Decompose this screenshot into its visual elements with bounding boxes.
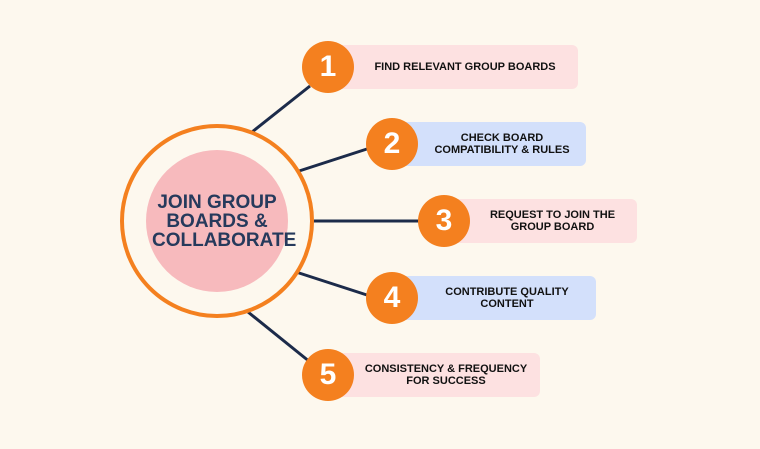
hub-circle: JOIN GROUP BOARDS & COLLABORATE <box>146 150 297 292</box>
hub-title: JOIN GROUP BOARDS & COLLABORATE <box>152 191 297 251</box>
step-2-label: CHECK BOARD COMPATIBILITY & RULES <box>390 122 586 166</box>
step-1-number: 1 <box>302 41 354 93</box>
step-4-number: 4 <box>366 272 418 324</box>
step-1-label: FIND RELEVANT GROUP BOARDS <box>324 45 578 89</box>
connector-5 <box>247 310 311 364</box>
step-3-number: 3 <box>418 195 470 247</box>
step-3-label: REQUEST TO JOIN THE GROUP BOARD <box>440 199 637 243</box>
step-2-number: 2 <box>366 118 418 170</box>
step-4-label: CONTRIBUTE QUALITY CONTENT <box>390 276 596 320</box>
step-5-number: 5 <box>302 349 354 401</box>
step-5-label: CONSISTENCY & FREQUENCY FOR SUCCESS <box>324 353 540 397</box>
connector-2 <box>295 146 371 174</box>
connector-1 <box>251 84 311 134</box>
connector-4 <box>295 270 371 298</box>
